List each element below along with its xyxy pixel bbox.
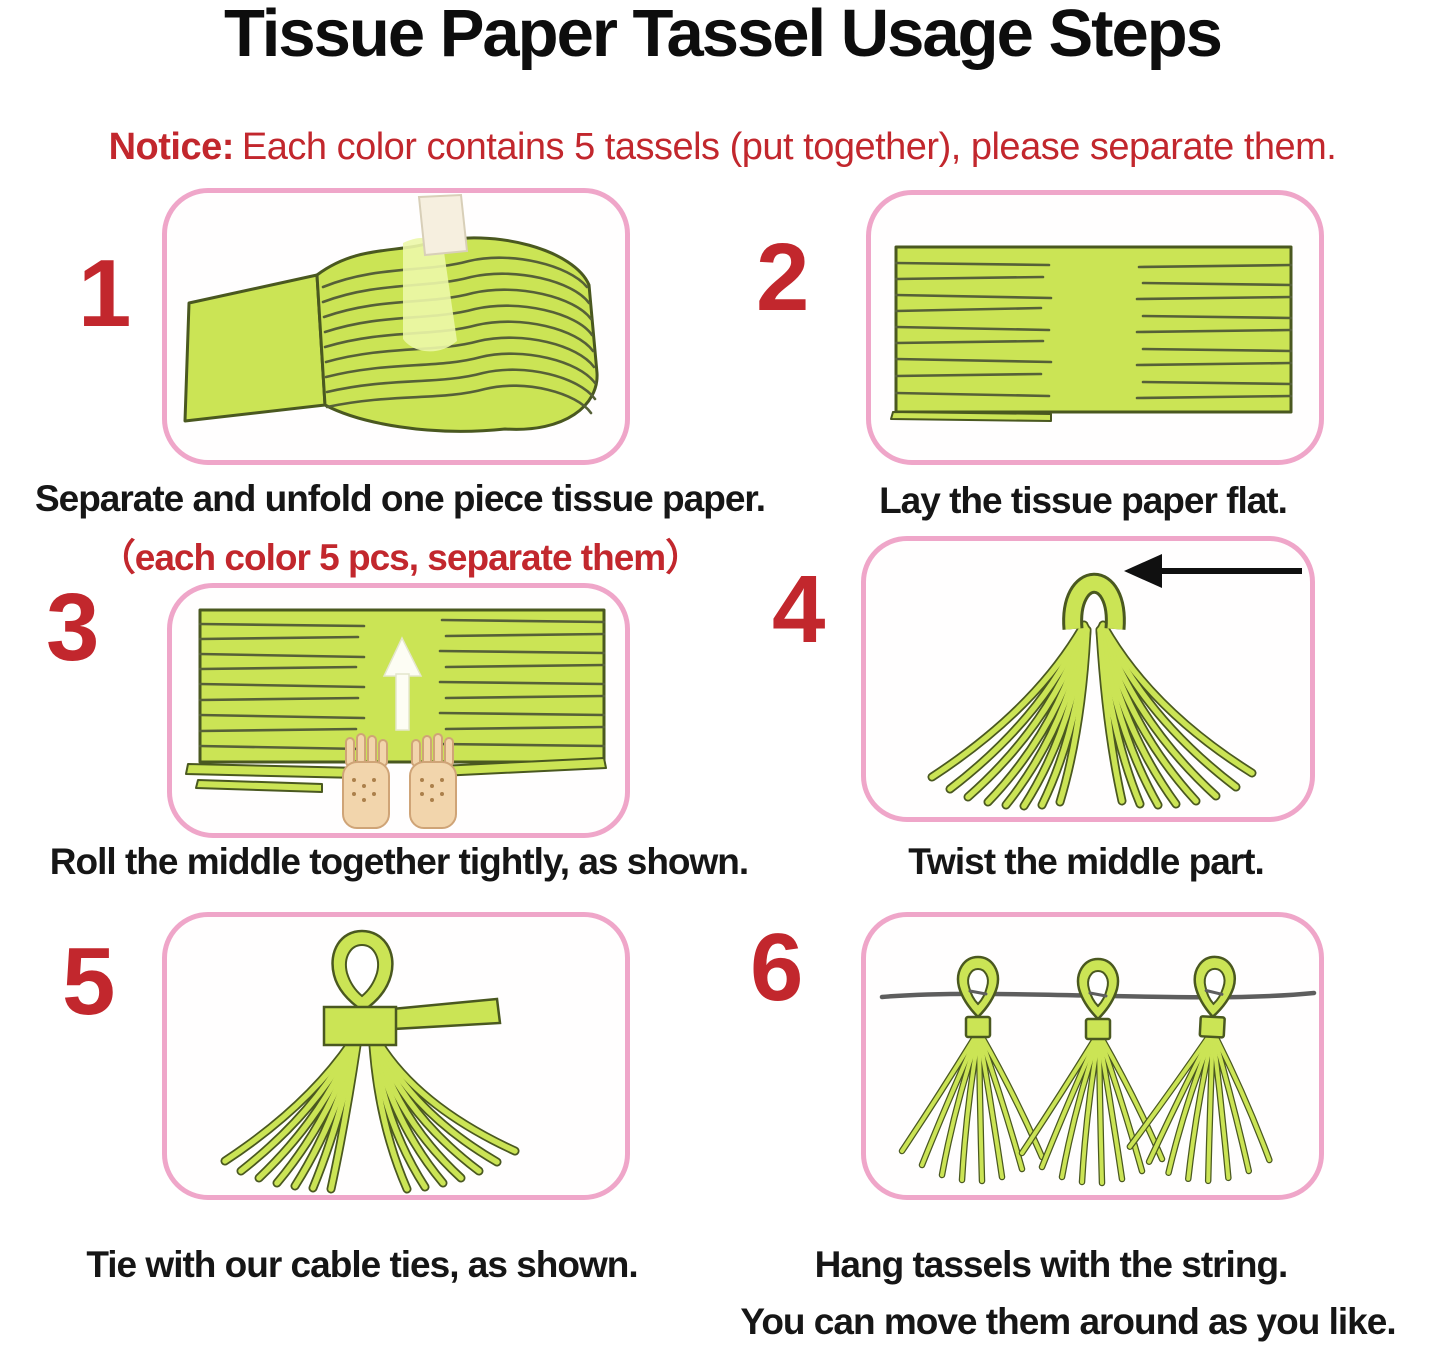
page-title: Tissue Paper Tassel Usage Steps (224, 0, 1223, 71)
step-1-frame (162, 188, 630, 465)
step-6-caption-line2: You can move them around as you like. (740, 1301, 1396, 1342)
step-3-illustration (185, 608, 607, 829)
step-4-frame (861, 536, 1315, 822)
notice-line: Notice:Each color contains 5 tassels (pu… (0, 126, 1445, 169)
step-1-subcaption: （each color 5 pcs, separate them） (98, 537, 702, 578)
step-2-frame (866, 190, 1324, 465)
cable-tie-tail (390, 997, 502, 1031)
hung-tassel (1128, 953, 1280, 1184)
step-5-frame (162, 912, 630, 1200)
step-4-caption: Twist the middle part. (908, 841, 1265, 882)
step-1-number: 1 (78, 240, 132, 347)
step-1-illustration (183, 193, 599, 433)
step-2-number: 2 (756, 224, 810, 331)
step-6-caption: Hang tassels with the string. (814, 1244, 1289, 1285)
step-6-frame (861, 912, 1324, 1200)
notice-text: Each color contains 5 tassels (put toget… (241, 126, 1337, 168)
step-6-illustration (879, 917, 1317, 1195)
step-1-caption: Separate and unfold one piece tissue pap… (34, 478, 766, 519)
step-6-number: 6 (750, 914, 804, 1021)
step-4-number: 4 (772, 556, 826, 663)
cable-tie-band (322, 1005, 398, 1047)
step-4-illustration (866, 554, 1302, 817)
hung-tassel (902, 957, 1042, 1181)
step-3-number: 3 (46, 574, 100, 681)
arrow-icon (1124, 554, 1302, 588)
step-5-number: 5 (62, 928, 116, 1035)
left-hand (342, 733, 390, 829)
step-3-caption: Roll the middle together tightly, as sho… (49, 841, 749, 882)
step-2-caption: Lay the tissue paper flat. (879, 480, 1288, 521)
step-5-caption: Tie with our cable ties, as shown. (86, 1244, 638, 1285)
step-2-illustration (890, 245, 1293, 422)
step-5-illustration (167, 929, 625, 1195)
step-3-frame (167, 583, 630, 838)
notice-label: Notice: (108, 126, 235, 168)
right-hand (409, 733, 457, 829)
